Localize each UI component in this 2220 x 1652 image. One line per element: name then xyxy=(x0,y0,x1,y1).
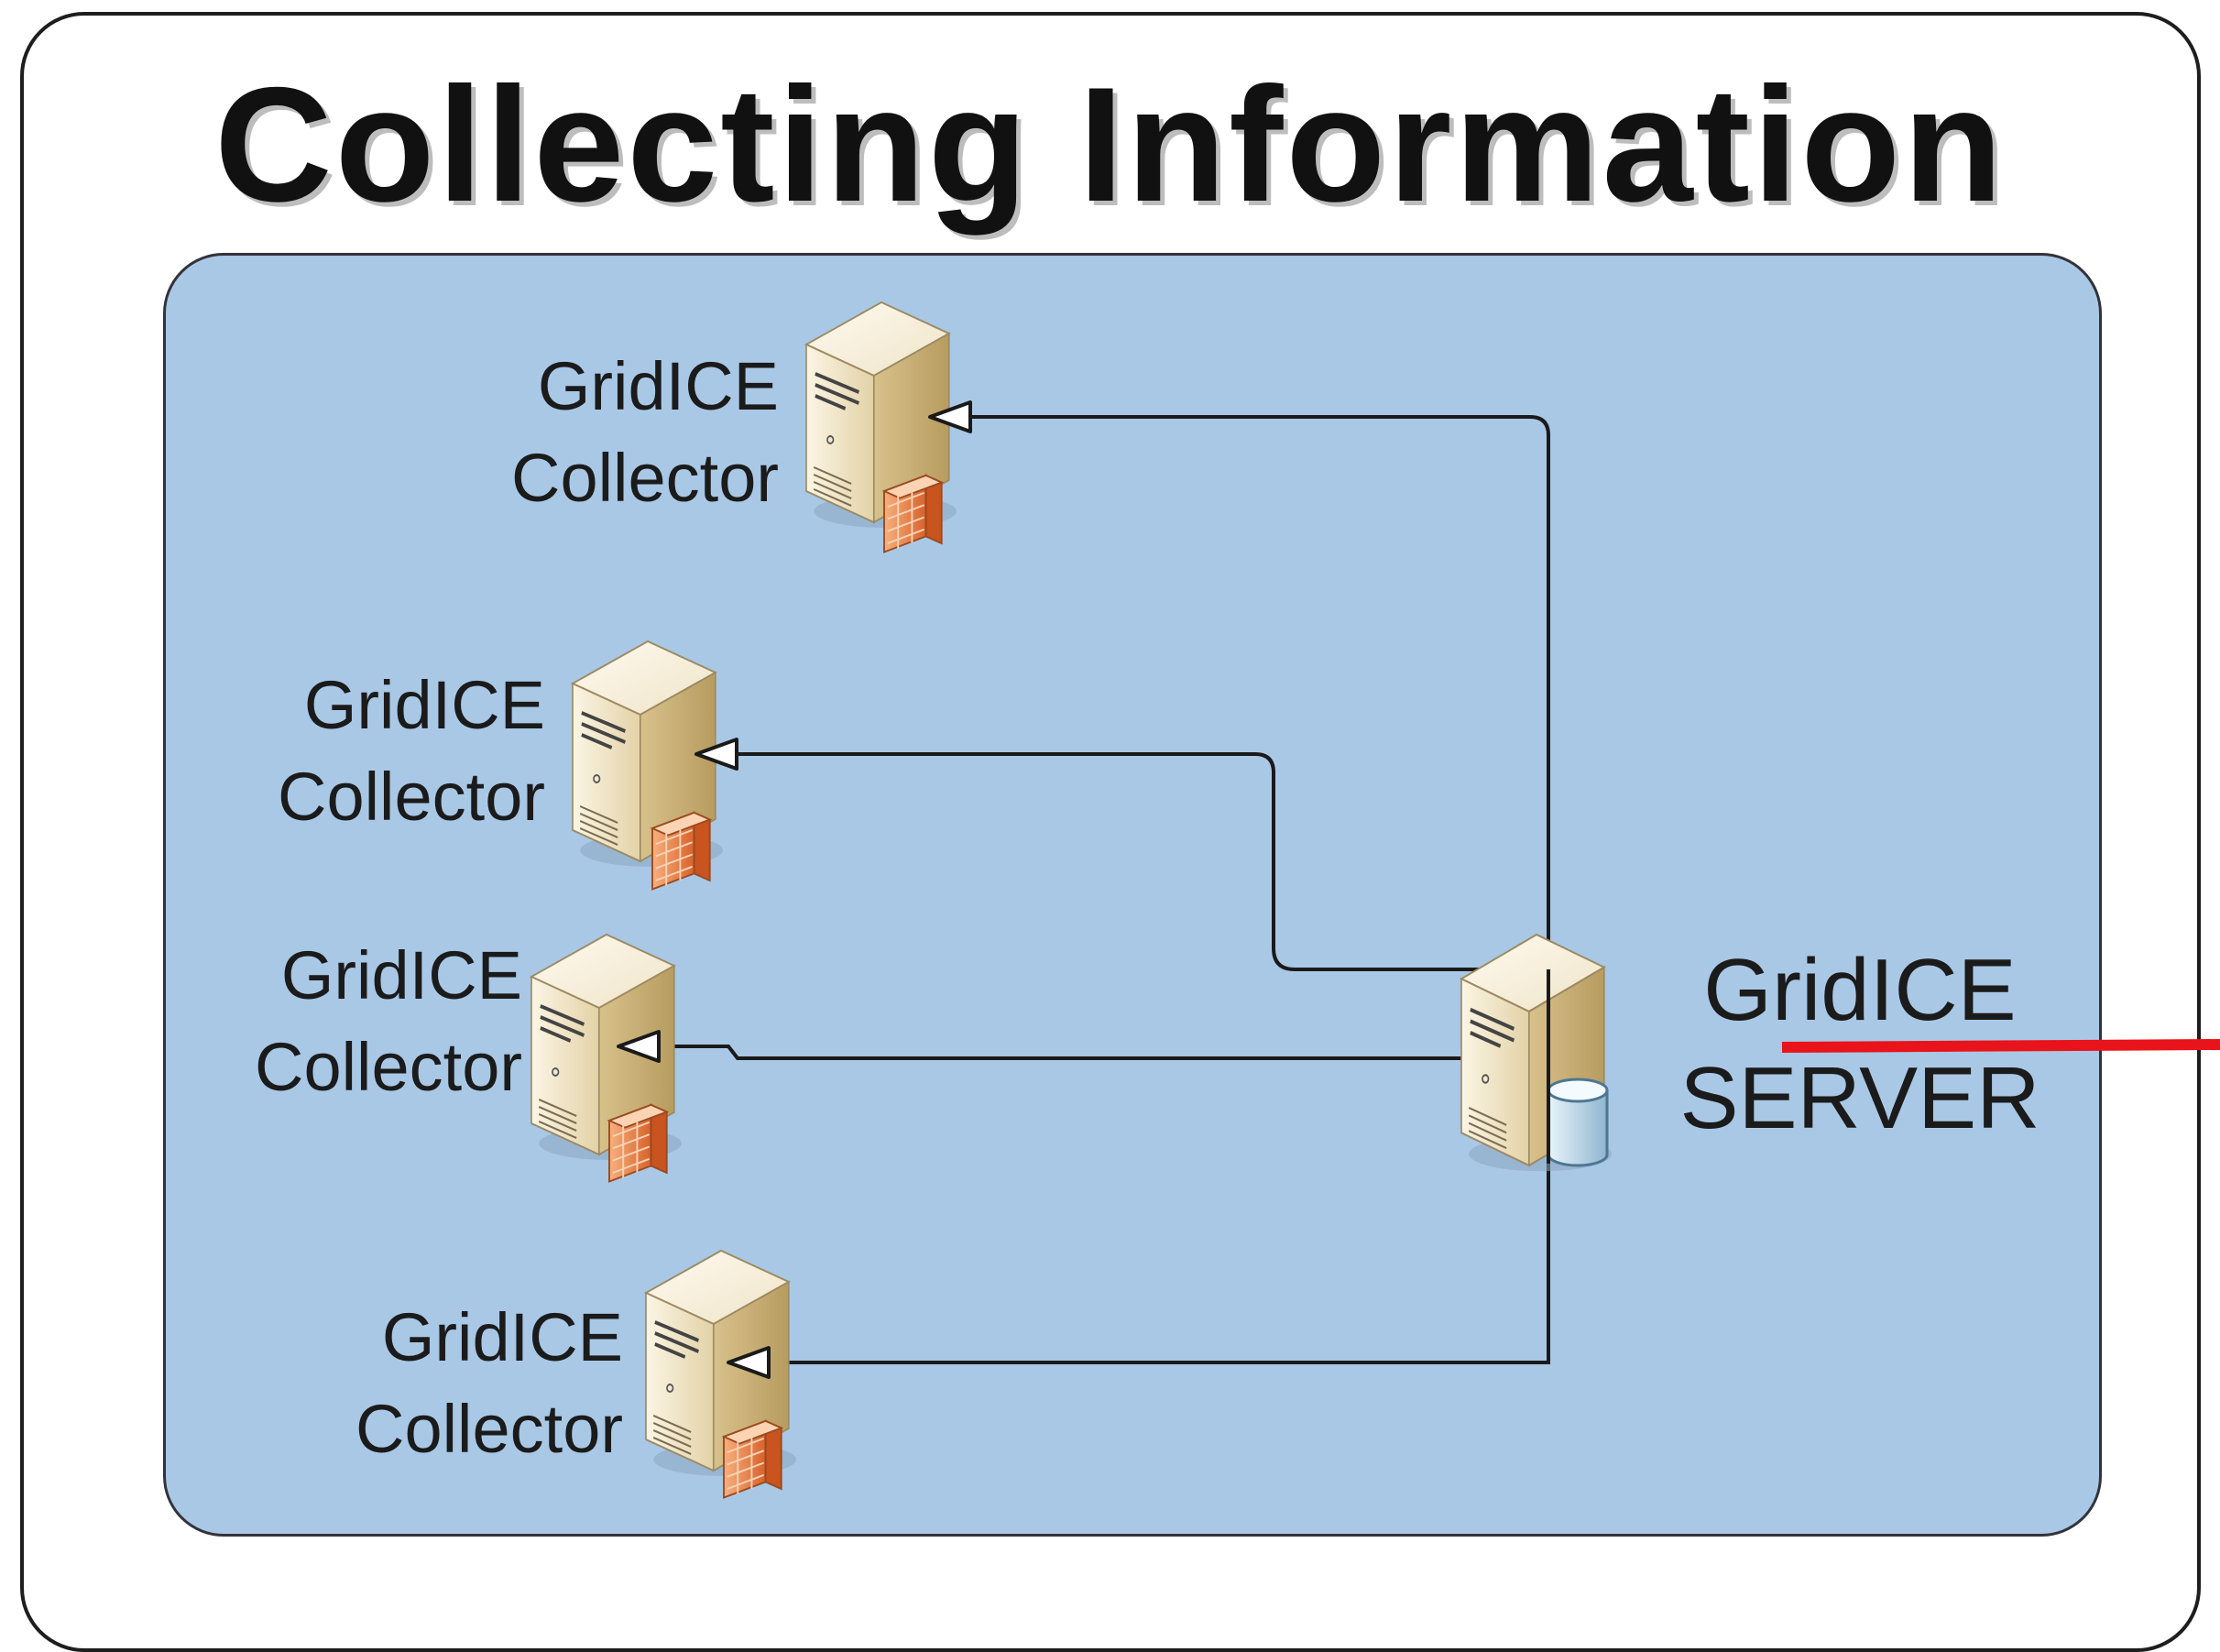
collector-label-3-line1: GridICE xyxy=(280,937,522,1013)
connector-lines xyxy=(655,415,1550,1364)
collector-label-4-line2: Collector xyxy=(355,1391,623,1467)
connector-line-collector-2 xyxy=(705,752,1548,971)
server-label-line2: SERVER xyxy=(1679,1049,2040,1147)
collector-label-3: GridICE Collector xyxy=(170,930,522,1113)
collector-label-2-line1: GridICE xyxy=(303,667,545,743)
server-label: GridICE SERVER xyxy=(1649,936,2071,1153)
collector-server-1 xyxy=(804,301,972,553)
collector-label-4-line1: GridICE xyxy=(381,1299,623,1375)
slide-title: Collecting Information xyxy=(214,53,2006,235)
diagram-panel xyxy=(163,253,2102,1537)
collector-label-1-line2: Collector xyxy=(511,440,779,516)
server-label-line1: GridICE xyxy=(1703,941,2017,1039)
collector-label-4: GridICE Collector xyxy=(266,1292,623,1475)
collector-label-1: GridICE Collector xyxy=(431,341,779,524)
collector-server-2 xyxy=(571,640,738,891)
collector-label-3-line2: Collector xyxy=(255,1029,522,1105)
connector-line-collector-3 xyxy=(655,1045,1548,1060)
gridice-server xyxy=(1461,935,1612,1171)
annotation-line xyxy=(1781,1039,2220,1053)
database-icon xyxy=(1547,1078,1609,1167)
connector-line-collector-1 xyxy=(935,415,1550,1058)
collector-label-2: GridICE Collector xyxy=(183,660,545,843)
collector-label-2-line2: Collector xyxy=(278,759,545,835)
collector-server-3 xyxy=(530,933,683,1183)
collector-label-1-line1: GridICE xyxy=(537,348,779,424)
collector-server-4 xyxy=(644,1249,798,1499)
connector-line-collector-4 xyxy=(760,1058,1550,1364)
